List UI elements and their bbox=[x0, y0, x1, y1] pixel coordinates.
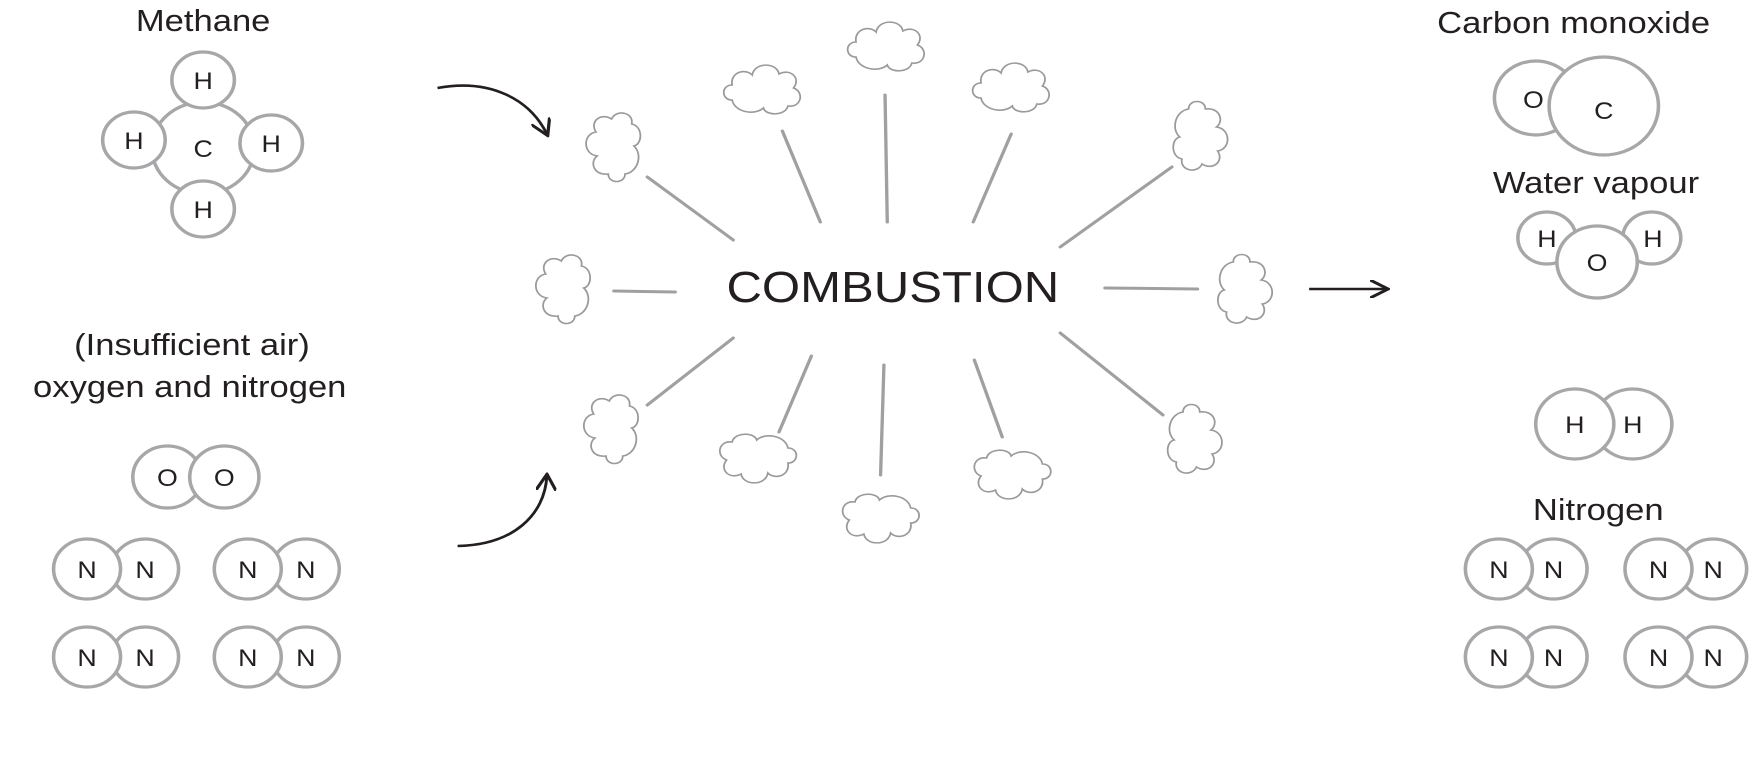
ray bbox=[780, 129, 822, 224]
atom-label: N bbox=[1704, 557, 1723, 583]
methane-group: Methane C H H H H bbox=[100, 3, 305, 239]
atom-label: N bbox=[1649, 557, 1668, 583]
nitrogen-product-group: Nitrogen N N N N N N N N bbox=[1463, 492, 1749, 689]
atom-label: H bbox=[1537, 226, 1556, 252]
ray bbox=[1103, 286, 1200, 291]
atom-label: N bbox=[296, 557, 315, 583]
cloud-icon bbox=[722, 64, 802, 115]
oxygen-atom bbox=[1555, 224, 1640, 300]
atom-label: N bbox=[238, 557, 257, 583]
atom-label: C bbox=[1594, 98, 1613, 124]
carbon-atom bbox=[1547, 55, 1661, 157]
atom-label: C bbox=[193, 136, 212, 162]
air-group: (Insufficient air) oxygen and nitrogen O… bbox=[33, 327, 346, 689]
air-arrow bbox=[457, 476, 547, 548]
combustion-burst: COMBUSTION bbox=[534, 21, 1274, 544]
ray bbox=[971, 132, 1013, 224]
ray bbox=[777, 354, 814, 434]
nitrogen-molecule: N N bbox=[1623, 625, 1749, 689]
ray bbox=[878, 363, 886, 477]
ray bbox=[1058, 331, 1165, 417]
atom-label: H bbox=[1643, 226, 1662, 252]
atom-label: H bbox=[193, 197, 212, 223]
atom-label: N bbox=[135, 645, 154, 671]
atom-label: N bbox=[1544, 645, 1563, 671]
atom-label: H bbox=[124, 128, 143, 154]
atom-label: N bbox=[1544, 557, 1563, 583]
oxygen-atom bbox=[187, 444, 261, 510]
combustion-label: COMBUSTION bbox=[726, 262, 1059, 311]
cloud-icon bbox=[1166, 403, 1223, 474]
atom-label: O bbox=[157, 465, 178, 491]
oxygen-molecule: O O bbox=[131, 444, 261, 510]
cloud-icon bbox=[841, 493, 920, 544]
hydrogen-atom bbox=[238, 113, 305, 173]
air-title: (Insufficient air) bbox=[74, 327, 310, 362]
atom-label: N bbox=[1489, 645, 1508, 671]
atom-label: N bbox=[296, 645, 315, 671]
cloud-icon bbox=[1172, 100, 1229, 171]
atom-label: N bbox=[238, 645, 257, 671]
nitrogen-title: Nitrogen bbox=[1533, 492, 1664, 527]
atom-label: H bbox=[1565, 412, 1584, 438]
carbon-monoxide-title: Carbon monoxide bbox=[1437, 5, 1710, 40]
nitrogen-molecule: N N bbox=[212, 537, 342, 601]
cloud-icon bbox=[718, 433, 798, 484]
atom-label: N bbox=[135, 557, 154, 583]
nitrogen-molecule: N N bbox=[1623, 537, 1749, 601]
cloud-icon bbox=[973, 449, 1052, 500]
cloud-icon bbox=[582, 394, 640, 465]
methane-title: Methane bbox=[136, 3, 271, 38]
cloud-icon bbox=[1216, 253, 1274, 324]
atom-label: H bbox=[262, 131, 281, 157]
hydrogen-molecule: H H bbox=[1533, 387, 1674, 461]
atom-label: N bbox=[1649, 645, 1668, 671]
atom-label: H bbox=[1623, 412, 1642, 438]
nitrogen-molecule: N N bbox=[212, 625, 342, 689]
hydrogen-atom bbox=[100, 110, 167, 170]
carbon-monoxide-group: Carbon monoxide O C bbox=[1437, 5, 1710, 157]
atom-label: O bbox=[1587, 250, 1608, 276]
cloud-icon bbox=[534, 254, 592, 325]
ray bbox=[645, 175, 735, 242]
atom-label: O bbox=[1523, 87, 1544, 113]
atom-label: N bbox=[1704, 645, 1723, 671]
atom-label: H bbox=[193, 68, 212, 94]
nitrogen-molecule: N N bbox=[51, 625, 181, 689]
atom-label: N bbox=[77, 557, 96, 583]
cloud-icon bbox=[846, 21, 926, 72]
cloud-icon bbox=[971, 62, 1051, 113]
atom-label: N bbox=[1489, 557, 1508, 583]
methane-arrow bbox=[437, 84, 547, 134]
cloud-icon bbox=[585, 112, 642, 183]
water-vapour-group: Water vapour H O H bbox=[1493, 165, 1699, 300]
atom-label: O bbox=[214, 465, 235, 491]
methane-molecule: C H H H H bbox=[100, 50, 305, 239]
hydrogen-atom bbox=[170, 179, 237, 239]
air-subtitle: oxygen and nitrogen bbox=[33, 369, 346, 404]
hydrogen-atom bbox=[1533, 387, 1616, 461]
ray bbox=[972, 358, 1004, 439]
ray bbox=[883, 93, 889, 224]
ray bbox=[645, 336, 735, 407]
nitrogen-molecule: N N bbox=[1463, 537, 1589, 601]
ray bbox=[612, 289, 677, 294]
hydrogen-atom bbox=[170, 50, 237, 110]
ray bbox=[1058, 165, 1174, 249]
nitrogen-molecule: N N bbox=[51, 537, 181, 601]
water-vapour-title: Water vapour bbox=[1493, 165, 1699, 200]
nitrogen-molecule: N N bbox=[1463, 625, 1589, 689]
atom-label: N bbox=[77, 645, 96, 671]
